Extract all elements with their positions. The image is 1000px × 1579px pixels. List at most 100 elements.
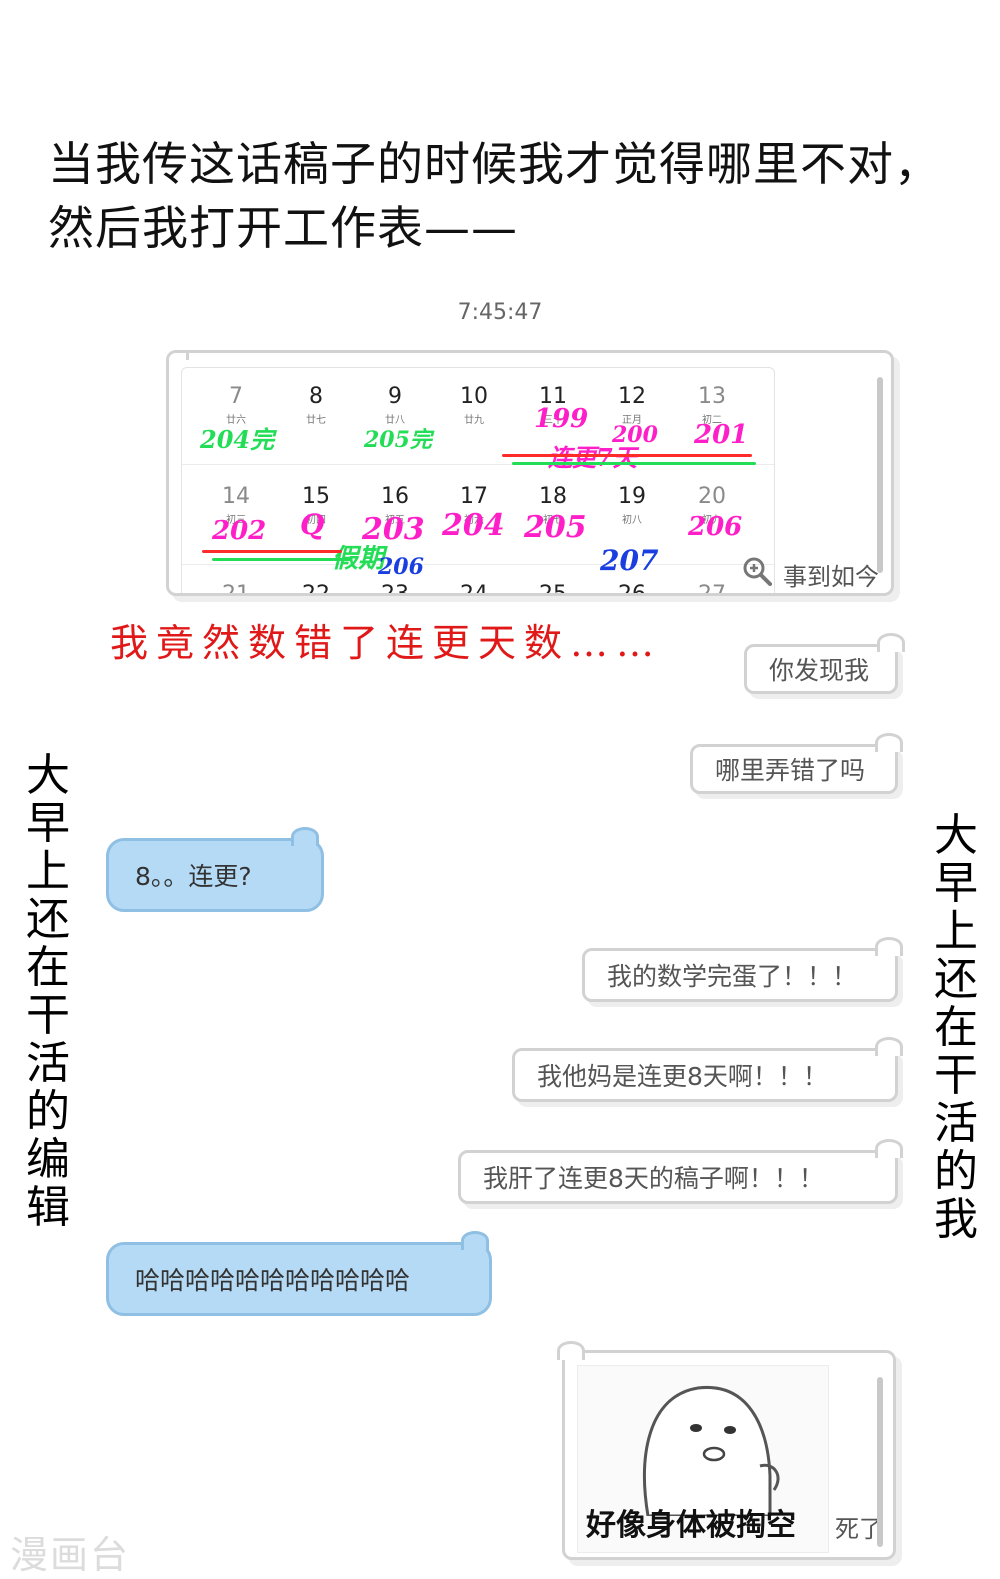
calendar-day: 14 [222, 484, 250, 509]
sticker-bubble[interactable]: 好像身体被掏空 死了 [557, 1341, 896, 1560]
calendar-lunar: 初九 [702, 515, 722, 526]
calendar-day: 8 [309, 384, 323, 409]
calendar-lunar: 初三 [226, 515, 246, 526]
calendar-cell: 26 [592, 582, 672, 596]
calendar-day: 17 [460, 484, 488, 509]
red-annotation: 我竟然数错了连更天数…… [110, 621, 663, 665]
note-207: 207 [600, 544, 659, 577]
calendar-lunar: 初四 [306, 515, 326, 526]
message-bubble-left[interactable]: 8。。连更? [106, 827, 324, 912]
message-bubble-right[interactable]: 我的数学完蛋了！！！ [582, 937, 903, 1002]
note-holiday: 假期 [332, 544, 385, 574]
strike-line-red [502, 454, 752, 457]
vertical-label-char: 的 [26, 1086, 70, 1137]
strike-line-green [512, 462, 756, 465]
message-bubble-right[interactable]: 我肝了连更8天的稿子啊！！！ [458, 1139, 903, 1204]
bubble-ear [877, 633, 905, 652]
message-text: 你发现我 [769, 656, 870, 685]
message-text: 哪里弄错了吗 [715, 756, 866, 785]
note-201: 201 [694, 420, 749, 450]
bubble-ear [169, 353, 189, 360]
bubble-ear [557, 1341, 585, 1360]
ghost-sticker-icon [643, 1385, 780, 1518]
calendar-lunar: 正月 [622, 415, 642, 426]
strike-line-green [212, 558, 352, 561]
calendar-side-text: 事到如今 [783, 563, 879, 591]
note-q: Q [300, 508, 325, 541]
calendar-cell: 12 正月 [592, 384, 672, 426]
vertical-label-char: 活 [26, 1038, 70, 1089]
calendar-day: 26 [618, 582, 646, 596]
calendar-cell: 25 [513, 582, 593, 596]
message-text: 我肝了连更8天的稿子啊！！！ [483, 1164, 824, 1193]
calendar-day: 21 [222, 582, 250, 596]
vertical-label-char: 干 [26, 990, 70, 1041]
scrollbar[interactable] [877, 377, 883, 573]
calendar-day: 22 [302, 582, 330, 596]
message-bubble-right[interactable]: 我他妈是连更8天啊！！！ [512, 1037, 903, 1102]
vertical-label-char: 还 [26, 894, 70, 945]
calendar-day: 9 [388, 384, 402, 409]
note-202: 202 [212, 516, 267, 546]
vertical-label-char: 干 [934, 1050, 978, 1101]
note-206: 206 [688, 512, 743, 542]
calendar-day: 16 [381, 484, 409, 509]
vertical-label-char: 编 [26, 1134, 70, 1185]
calendar-lunar: 三十 [543, 415, 563, 426]
calendar-lunar: 廿八 [385, 415, 405, 426]
sticker-side-text: 死了 [835, 1515, 883, 1543]
message-bubble-left[interactable]: 哈哈哈哈哈哈哈哈哈哈哈 [106, 1231, 492, 1316]
note-199: 199 [534, 404, 589, 434]
message-text: 我的数学完蛋了！！！ [607, 962, 858, 991]
vertical-label-char: 早 [26, 798, 70, 849]
caption: 当我传这话稿子的时候我才觉得哪里不对， 然后我打开工作表—— [48, 132, 978, 260]
vertical-label-char: 大 [934, 810, 978, 861]
calendar-cell: 16 初五 [355, 484, 435, 526]
calendar-day: 12 [618, 384, 646, 409]
calendar-day: 18 [539, 484, 567, 509]
calendar-lunar: 初五 [385, 515, 405, 526]
message-text: 哈哈哈哈哈哈哈哈哈哈哈 [135, 1266, 411, 1295]
calendar-day: 13 [698, 384, 726, 409]
caption-line-2: 然后我打开工作表—— [48, 201, 518, 255]
calendar-cell: 15 初四 [276, 484, 356, 526]
message-bubble-right[interactable]: 你发现我 [744, 633, 905, 694]
message-text: 8。。连更? [135, 862, 252, 891]
calendar-row-divider [182, 464, 774, 465]
vertical-label-char: 上 [934, 906, 978, 957]
note-205: 205 [524, 510, 587, 545]
note-204-done: 204完 [200, 425, 275, 454]
zoom-in-icon[interactable] [742, 556, 772, 586]
vertical-label-char: 在 [26, 942, 70, 993]
bubble-ear [461, 1231, 489, 1250]
calendar-day: 7 [229, 384, 243, 409]
calendar-cell: 24 [434, 582, 514, 593]
vertical-label-char: 在 [934, 1002, 978, 1053]
calendar-day: 19 [618, 484, 646, 509]
calendar-lunar: 初二 [702, 415, 722, 426]
bubble-ear [875, 1139, 903, 1158]
message-bubble-right[interactable]: 哪里弄错了吗 [690, 733, 903, 794]
note-lian-geng: 连更7天 [548, 443, 637, 472]
vertical-label-char: 大 [26, 750, 70, 801]
calendar-day: 15 [302, 484, 330, 509]
calendar-cell: 11 三十 [513, 384, 593, 426]
scrollbar[interactable] [877, 1377, 883, 1547]
vertical-label-char: 活 [934, 1098, 978, 1149]
calendar-day: 25 [539, 582, 567, 596]
bubble-ear [291, 827, 319, 846]
calendar-day: 11 [539, 384, 567, 409]
bubble-ear [875, 1037, 903, 1056]
bubble-ear [875, 733, 903, 752]
calendar-lunar: 廿七 [306, 415, 326, 426]
vertical-label-char: 辑 [26, 1182, 70, 1233]
message-timestamp: 7:45:47 [457, 300, 543, 325]
calendar-cell: 9 廿八 [355, 384, 435, 426]
note-200: 200 [612, 422, 658, 448]
caption-line-1: 当我传这话稿子的时候我才觉得哪里不对， [48, 137, 941, 191]
watermark-logo: 漫画台 [10, 1533, 131, 1577]
